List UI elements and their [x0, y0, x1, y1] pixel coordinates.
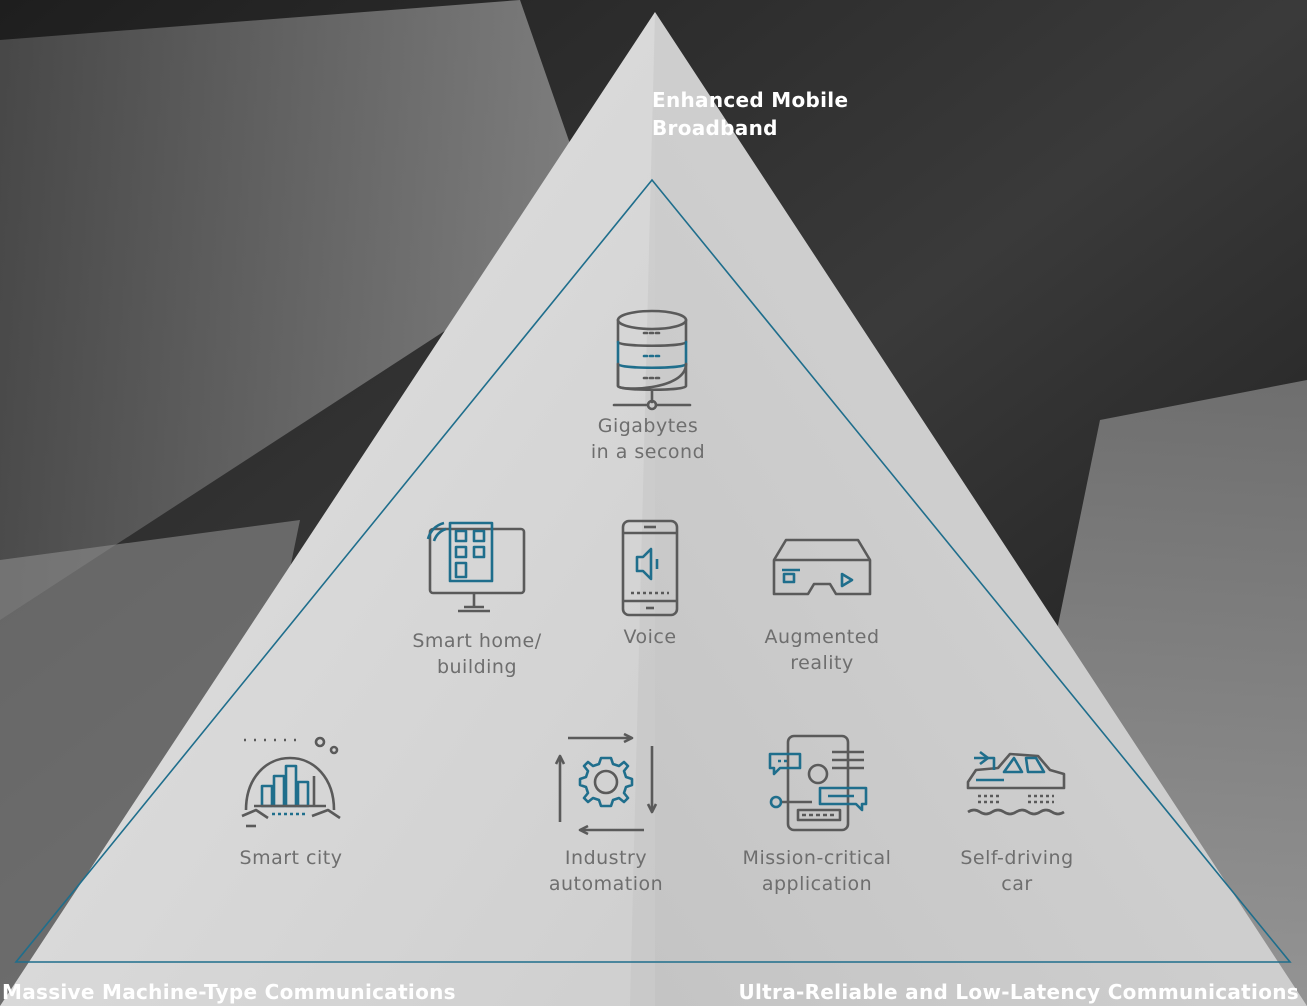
item-label-gigabytes-line-1: Gigabytes — [597, 415, 699, 437]
autonomous-car-icon — [964, 748, 1070, 820]
item-label-augmented-reality: Augmented reality — [722, 624, 922, 676]
item-label-mission-critical: Mission-critical application — [717, 845, 917, 897]
apex-label: Enhanced Mobile Broadband — [652, 86, 848, 142]
item-label-self-driving-line-1: Self-driving — [960, 847, 1074, 869]
gear-cycle-icon — [554, 732, 658, 836]
item-label-mission-critical-line-1: Mission-critical — [742, 847, 892, 869]
left-corner-label: Massive Machine-Type Communications — [2, 980, 456, 1004]
item-label-self-driving-line-2: car — [1001, 873, 1033, 895]
item-label-smart-home: Smart home/ building — [377, 628, 577, 680]
item-label-augmented-reality-line-1: Augmented — [764, 626, 880, 648]
item-label-gigabytes: Gigabytes in a second — [548, 413, 748, 465]
smartphone-speaker-icon — [619, 517, 681, 619]
item-label-smart-city-line-1: Smart city — [239, 847, 343, 869]
smart-city-icon — [238, 732, 344, 832]
item-label-voice-line-1: Voice — [623, 626, 677, 648]
smart-home-monitor-icon — [424, 519, 530, 619]
item-label-mission-critical-line-2: application — [761, 873, 873, 895]
item-label-self-driving: Self-driving car — [917, 845, 1117, 897]
item-label-smart-city: Smart city — [191, 845, 391, 871]
item-label-smart-home-line-1: Smart home/ — [412, 630, 542, 652]
item-label-augmented-reality-line-2: reality — [790, 652, 854, 674]
item-label-smart-home-line-2: building — [436, 656, 518, 678]
mobile-chat-icon — [766, 732, 870, 836]
item-label-industry-automation-line-1: Industry — [564, 847, 648, 869]
ar-glasses-icon — [770, 536, 874, 604]
item-label-industry-automation-line-2: automation — [548, 873, 664, 895]
item-label-industry-automation: Industry automation — [506, 845, 706, 897]
item-label-voice: Voice — [550, 624, 750, 650]
database-server-icon — [604, 306, 700, 418]
apex-label-line-2: Broadband — [652, 116, 778, 140]
item-label-gigabytes-line-2: in a second — [590, 441, 706, 463]
apex-label-line-1: Enhanced Mobile — [652, 88, 849, 112]
right-corner-label: Ultra-Reliable and Low-Latency Communica… — [738, 980, 1299, 1004]
